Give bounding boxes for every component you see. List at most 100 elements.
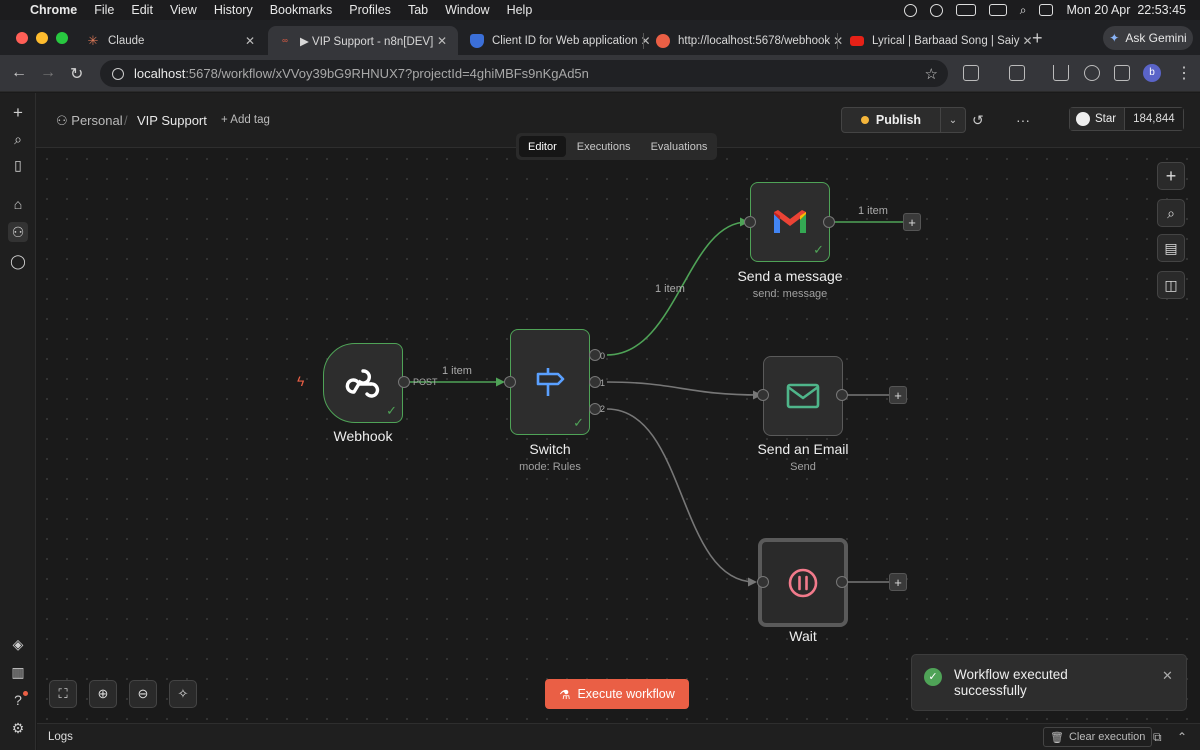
fit-view-icon[interactable]: ⛶: [49, 680, 77, 708]
home-icon[interactable]: ⌂: [13, 196, 23, 212]
github-star-widget[interactable]: Star 184,844: [1069, 107, 1184, 131]
logs-panel-bar[interactable]: Logs 🗑 Clear execution ⧉ ⌃: [37, 723, 1200, 750]
tab-client-id[interactable]: Client ID for Web application ✕: [460, 26, 651, 55]
site-info-icon[interactable]: [112, 67, 124, 80]
zoom-out-icon[interactable]: ⊖: [129, 680, 157, 708]
publish-button[interactable]: Publish: [841, 107, 941, 133]
tab-executions[interactable]: Executions: [576, 140, 631, 153]
sticky-note-icon[interactable]: ▤: [1157, 234, 1185, 262]
execute-workflow-button[interactable]: ⚗ Execute workflow: [545, 679, 689, 709]
switch-output-port-0[interactable]: [589, 349, 601, 361]
media-icon[interactable]: [1114, 65, 1130, 81]
toggle-panel-icon[interactable]: ◫: [1157, 271, 1185, 299]
menu-app[interactable]: Chrome: [30, 3, 78, 17]
profile-avatar[interactable]: b: [1143, 64, 1161, 82]
new-tab-icon[interactable]: +: [1032, 28, 1043, 48]
zoom-in-icon[interactable]: ⊕: [89, 680, 117, 708]
screen-mirror-icon[interactable]: [988, 4, 1007, 16]
battery-icon[interactable]: [955, 4, 976, 16]
tidy-up-icon[interactable]: ✧: [169, 680, 197, 708]
close-tab-icon[interactable]: ✕: [833, 33, 844, 48]
add-icon[interactable]: +: [13, 103, 23, 122]
zoom-window-button[interactable]: [56, 32, 68, 44]
tab-vip-support[interactable]: ∞ ▶ VIP Support - n8n[DEV] ✕: [268, 26, 458, 55]
gmail-output-port[interactable]: [823, 216, 835, 228]
tab-evaluations[interactable]: Evaluations: [650, 140, 708, 153]
close-tab-icon[interactable]: ✕: [640, 33, 651, 48]
close-tab-icon[interactable]: ✕: [244, 33, 256, 48]
templates-icon[interactable]: ◈: [12, 635, 24, 652]
connection-switch-wait[interactable]: [606, 408, 756, 583]
tab-youtube[interactable]: Lyrical | Barbaad Song | Saiy ✕: [840, 26, 1033, 55]
tab-claude[interactable]: ✳ Claude ✕: [76, 26, 266, 55]
personal-icon[interactable]: ⚇: [8, 222, 28, 242]
ask-gemini-button[interactable]: ✦ Ask Gemini: [1103, 26, 1193, 50]
switch-output-port-1[interactable]: [589, 376, 601, 388]
menu-tab[interactable]: Tab: [407, 3, 429, 17]
menu-history[interactable]: History: [213, 3, 253, 17]
menu-bookmarks[interactable]: Bookmarks: [269, 3, 333, 17]
node-send-an-email[interactable]: [763, 356, 843, 436]
address-bar[interactable]: localhost:5678/workflow/xVVoy39bG9RHNUX7…: [100, 60, 948, 87]
tab-webhook-url[interactable]: http://localhost:5678/webhook ✕: [646, 26, 843, 55]
play-status-icon[interactable]: [929, 3, 943, 17]
menu-window[interactable]: Window: [445, 3, 490, 17]
minimize-window-button[interactable]: [36, 32, 48, 44]
menu-profiles[interactable]: Profiles: [349, 3, 391, 17]
close-window-button[interactable]: [16, 32, 28, 44]
sync-icon[interactable]: [1084, 65, 1100, 81]
status-tool-icon[interactable]: [903, 3, 917, 17]
expand-logs-icon[interactable]: ⌃: [1177, 730, 1188, 744]
settings-icon[interactable]: ⚙: [11, 719, 25, 736]
chat-icon[interactable]: ◯: [10, 252, 26, 269]
node-switch[interactable]: ✓: [510, 329, 590, 435]
control-center-icon[interactable]: [1039, 4, 1054, 16]
extensions-icon[interactable]: [963, 65, 979, 81]
search-nodes-icon[interactable]: ⌕: [1157, 199, 1185, 227]
tab-search-icon[interactable]: [1009, 65, 1025, 81]
workflow-name[interactable]: VIP Support: [137, 113, 207, 128]
node-send-a-message[interactable]: ✓: [750, 182, 830, 262]
close-tab-icon[interactable]: ✕: [1022, 33, 1033, 48]
insights-icon[interactable]: ▥: [11, 663, 25, 680]
menu-file[interactable]: File: [94, 3, 115, 17]
add-node-button[interactable]: +: [889, 386, 907, 404]
tab-editor[interactable]: Editor: [519, 136, 566, 157]
back-icon[interactable]: ←: [11, 64, 27, 81]
switch-input-port[interactable]: [504, 376, 516, 388]
connection-switch-gmail[interactable]: [606, 221, 748, 356]
switch-output-port-2[interactable]: [589, 403, 601, 415]
datetime[interactable]: Mon 20 Apr 22:53:45: [1066, 3, 1186, 17]
menu-help[interactable]: Help: [506, 3, 533, 17]
add-node-panel-button[interactable]: +: [1157, 162, 1185, 190]
reload-icon[interactable]: ↻: [70, 66, 84, 83]
add-tag-button[interactable]: + Add tag: [221, 114, 270, 126]
email-input-port[interactable]: [757, 389, 769, 401]
wait-output-port[interactable]: [836, 576, 848, 588]
breadcrumb-project[interactable]: ⚇ Personal: [56, 113, 123, 128]
popout-icon[interactable]: ⧉: [1153, 730, 1162, 744]
help-icon[interactable]: ?: [14, 692, 22, 708]
download-icon[interactable]: [1053, 65, 1069, 81]
close-toast-icon[interactable]: ✕: [1162, 668, 1173, 683]
gmail-input-port[interactable]: [744, 216, 756, 228]
connection-switch-email[interactable]: [606, 381, 761, 396]
forward-icon[interactable]: →: [40, 64, 56, 81]
node-webhook[interactable]: ✓: [323, 343, 403, 423]
node-wait[interactable]: [758, 538, 848, 627]
menu-view[interactable]: View: [169, 3, 197, 17]
chrome-menu-icon[interactable]: ⋮: [1176, 65, 1192, 82]
add-node-button[interactable]: +: [903, 213, 921, 231]
clear-execution-button[interactable]: 🗑 Clear execution: [1043, 727, 1153, 747]
close-tab-icon[interactable]: ✕: [436, 33, 448, 48]
bookmark-star-icon[interactable]: ☆: [924, 65, 938, 83]
more-options-icon[interactable]: ···: [1016, 112, 1030, 128]
history-icon[interactable]: ↺: [972, 112, 984, 128]
search-icon[interactable]: ⌕: [1019, 2, 1027, 17]
workflow-canvas[interactable]: ϟ ✓ POST Webhook 1 item ✓ 0 1 2 Switch m…: [37, 149, 1200, 723]
toggle-sidebar-icon[interactable]: ▯: [14, 156, 22, 173]
webhook-output-port[interactable]: [398, 376, 410, 388]
search-icon[interactable]: ⌕: [14, 130, 22, 147]
add-node-button[interactable]: +: [889, 573, 907, 591]
email-output-port[interactable]: [836, 389, 848, 401]
